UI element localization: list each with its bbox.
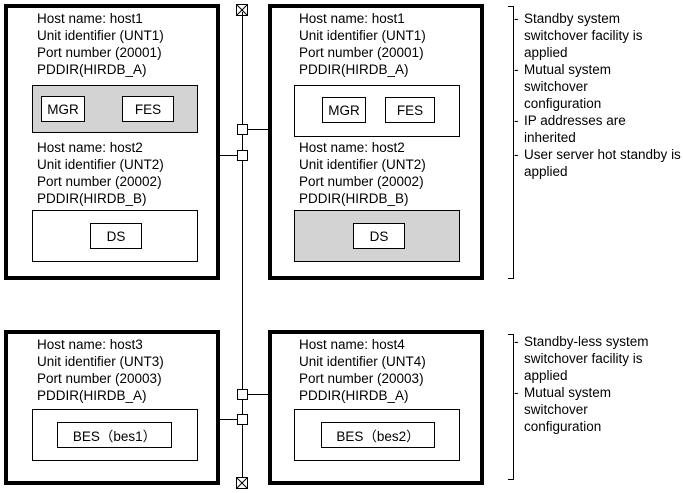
connector-line (248, 129, 268, 130)
pddir: PDDIR(HIRDB_B) (299, 191, 409, 206)
host-name: Host name: host4 (299, 337, 405, 352)
unit-identifier: Unit identifier (UNT1) (299, 28, 426, 43)
note-item: User server hot standby is applied (512, 146, 683, 180)
unit-info: Host name: host2 Unit identifier (UNT2) … (299, 139, 426, 207)
notes-bottom: Standby-less system switchover facility … (512, 333, 683, 435)
unit-info: Host name: host4 Unit identifier (UNT4) … (299, 336, 426, 404)
note-item: Mutual system switchover configuration (512, 61, 664, 112)
notes-top: Standby system switchover facility is ap… (512, 10, 683, 180)
unit-identifier: Unit identifier (UNT2) (299, 157, 426, 172)
server-box: Host name: host4 Unit identifier (UNT4) … (268, 330, 484, 485)
host-name: Host name: host1 (299, 11, 405, 26)
unit-identifier: Unit identifier (UNT1) (37, 28, 164, 43)
port-number: Port number (20001) (37, 45, 162, 60)
connector-line (220, 155, 237, 156)
network-terminator-bottom (236, 477, 248, 489)
connector-line (248, 394, 268, 395)
unit-box-active: DS (294, 210, 460, 262)
server-box: Host name: host3 Unit identifier (UNT3) … (4, 330, 220, 485)
unit-identifier: Unit identifier (UNT2) (37, 157, 164, 172)
network-terminator-top (236, 4, 248, 16)
port-number: Port number (20002) (299, 174, 424, 189)
network-port (237, 414, 248, 425)
port-number: Port number (20003) (299, 371, 424, 386)
unit-info: Host name: host1 Unit identifier (UNT1) … (299, 10, 426, 78)
unit-box-active: MGR FES (32, 85, 198, 133)
process-bes: BES（bes1） (57, 422, 172, 448)
unit-info: Host name: host2 Unit identifier (UNT2) … (37, 139, 164, 207)
process-fes: FES (385, 97, 435, 123)
port-number: Port number (20003) (37, 371, 162, 386)
process-ds: DS (353, 223, 405, 249)
server-box: Host name: host1 Unit identifier (UNT1) … (4, 4, 220, 280)
host-name: Host name: host3 (37, 337, 143, 352)
process-fes: FES (122, 96, 174, 122)
note-item: Standby-less system switchover facility … (512, 333, 683, 384)
port-number: Port number (20002) (37, 174, 162, 189)
unit-box: BES（bes2） (294, 409, 460, 461)
process-bes: BES（bes2） (321, 422, 435, 448)
process-mgr: MGR (41, 96, 85, 122)
host-name: Host name: host1 (37, 11, 143, 26)
pddir: PDDIR(HIRDB_A) (37, 388, 147, 403)
note-item: Mutual system switchover configuration (512, 384, 664, 435)
note-item: IP addresses are inherited (512, 112, 664, 146)
unit-identifier: Unit identifier (UNT4) (299, 354, 426, 369)
network-port (237, 124, 248, 135)
unit-box-standby: MGR FES (294, 85, 460, 137)
process-mgr: MGR (322, 97, 366, 123)
pddir: PDDIR(HIRDB_A) (37, 62, 147, 77)
host-name: Host name: host2 (37, 140, 143, 155)
note-item: Standby system switchover facility is ap… (512, 10, 683, 61)
host-name: Host name: host2 (299, 140, 405, 155)
unit-info: Host name: host1 Unit identifier (UNT1) … (37, 10, 164, 78)
server-box: Host name: host1 Unit identifier (UNT1) … (268, 4, 484, 280)
port-number: Port number (20001) (299, 45, 424, 60)
process-ds: DS (90, 223, 142, 249)
pddir: PDDIR(HIRDB_A) (299, 62, 409, 77)
connector-line (220, 419, 237, 420)
unit-info: Host name: host3 Unit identifier (UNT3) … (37, 336, 164, 404)
unit-box: BES（bes1） (32, 409, 198, 461)
network-port (237, 389, 248, 400)
pddir: PDDIR(HIRDB_B) (37, 191, 147, 206)
network-line (242, 12, 243, 482)
unit-identifier: Unit identifier (UNT3) (37, 354, 164, 369)
network-port (237, 150, 248, 161)
pddir: PDDIR(HIRDB_A) (299, 388, 409, 403)
unit-box-standby: DS (32, 210, 198, 262)
